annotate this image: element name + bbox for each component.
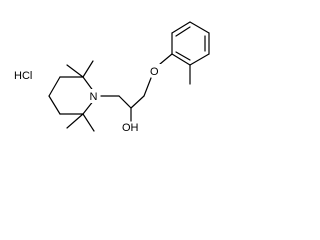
nitrogen-label-bg [88, 89, 100, 103]
bond-c4-c5 [48, 95, 61, 115]
atom-labels: N O OH HCl [14, 64, 161, 134]
bond-ar3-ar4 [189, 21, 210, 34]
double-bond-ar6-ar1 [175, 51, 191, 61]
bond-ar6-ar1 [171, 53, 191, 66]
bond-c2-methyl-a [82, 60, 94, 78]
methyl-groups-bottom [66, 113, 95, 132]
hcl-salt-label: HCl [14, 70, 32, 82]
double-bond-ar2-ar3 [175, 26, 191, 37]
chemical-structure: N O OH HCl [14, 21, 210, 134]
bond-ar2-ar3 [171, 21, 191, 34]
bond-ch2-choh [118, 95, 132, 109]
bond-c6-methyl-b [66, 113, 84, 129]
bond-c6-methyl-a [82, 113, 95, 132]
bond-o-aryl [159, 53, 173, 65]
piperidine-ring [48, 76, 95, 115]
benzene-ring [171, 21, 210, 85]
bond-c3-c4 [48, 76, 61, 97]
bond-ch2-o [143, 77, 152, 97]
bond-ar5-ar6 [189, 53, 210, 66]
ether-oxygen-label-bg [149, 64, 161, 77]
bond-c2-methyl-b [66, 64, 84, 78]
propanol-chain [100, 53, 173, 122]
methyl-groups-top [66, 60, 94, 78]
ether-oxygen-label: O [150, 66, 159, 78]
hydroxyl-label: OH [122, 122, 139, 134]
bond-choh-ch2 [130, 95, 145, 109]
nitrogen-label: N [90, 91, 98, 103]
